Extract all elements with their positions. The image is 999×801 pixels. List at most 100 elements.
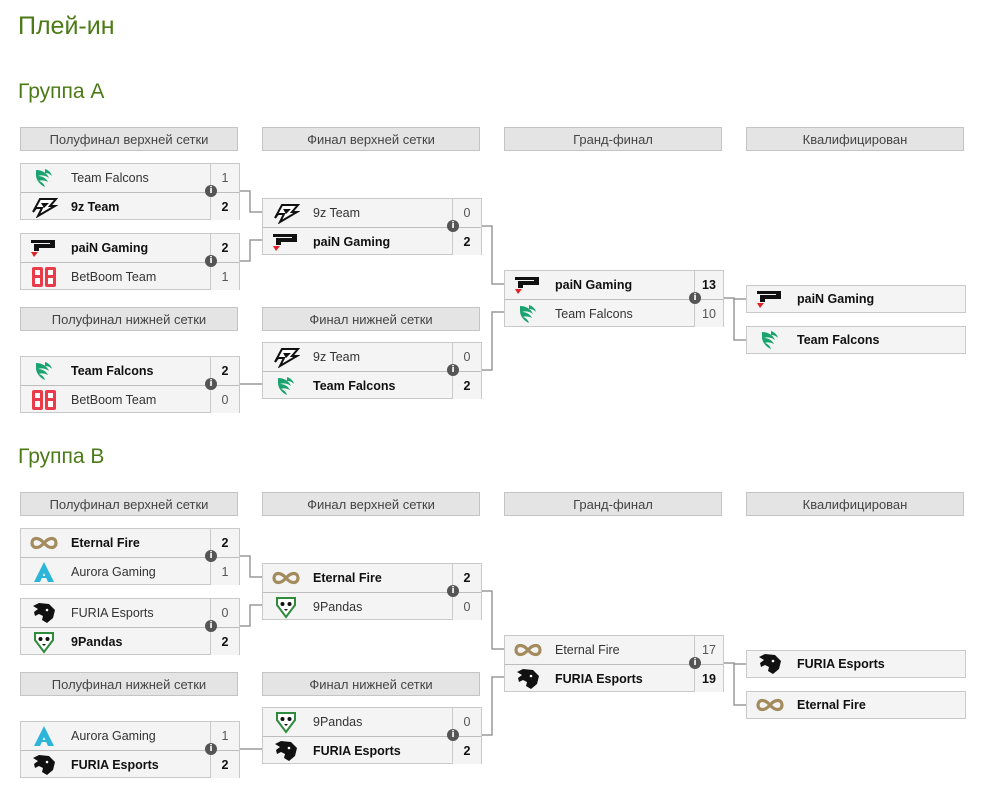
team-name[interactable]: paiN Gaming	[313, 234, 391, 249]
match-info-icon[interactable]: i	[689, 657, 701, 669]
9pandas-icon	[271, 710, 301, 734]
furia-icon	[755, 652, 785, 676]
team-score: 13	[694, 271, 723, 299]
team-name[interactable]: 9Pandas	[313, 599, 363, 614]
team-name[interactable]: Aurora Gaming	[71, 729, 156, 743]
match-info-icon[interactable]: i	[205, 743, 217, 755]
match-info-icon[interactable]: i	[447, 729, 459, 741]
team-name[interactable]: FURIA Esports	[71, 757, 159, 772]
match-info-icon[interactable]: i	[689, 292, 701, 304]
match-info-icon[interactable]: i	[447, 364, 459, 376]
team-score: 2	[210, 357, 239, 385]
pain-icon	[271, 230, 301, 254]
match-info-icon[interactable]: i	[205, 378, 217, 390]
team-name: FURIA Esports	[797, 657, 885, 671]
team-name[interactable]: Eternal Fire	[71, 536, 140, 550]
team-row[interactable]: Aurora Gaming 1	[21, 557, 239, 585]
team-name[interactable]: FURIA Esports	[313, 743, 401, 758]
team-name[interactable]: Eternal Fire	[555, 643, 620, 657]
team-name[interactable]: Aurora Gaming	[71, 564, 156, 579]
team-name[interactable]: paiN Gaming	[71, 241, 149, 255]
team-name: Eternal Fire	[797, 698, 866, 712]
team-name[interactable]: Team Falcons	[71, 171, 149, 185]
group-title: Группа A	[18, 80, 105, 103]
team-name[interactable]: Team Falcons	[555, 306, 633, 321]
connector-line	[240, 604, 262, 627]
qualified-team[interactable]: FURIA Esports	[746, 650, 966, 678]
team-name[interactable]: FURIA Esports	[555, 671, 643, 686]
team-name[interactable]: Team Falcons	[313, 378, 396, 393]
connector-line	[724, 297, 746, 300]
team-name[interactable]: BetBoom Team	[71, 392, 157, 407]
round-header: Финал верхней сетки	[262, 127, 480, 151]
falcons-icon	[513, 302, 543, 326]
eternal-fire-icon	[29, 531, 59, 555]
team-name[interactable]: FURIA Esports	[71, 606, 154, 620]
connector-line	[482, 225, 504, 285]
team-row[interactable]: Team Falcons 10	[505, 299, 723, 327]
round-header: Гранд-финал	[504, 127, 722, 151]
qualified-team[interactable]: Eternal Fire	[746, 691, 966, 719]
9z-icon	[271, 201, 301, 225]
team-name[interactable]: 9z Team	[313, 350, 361, 364]
connector-line	[733, 663, 746, 706]
team-row[interactable]: Team Falcons 2	[21, 357, 239, 385]
falcons-icon	[271, 374, 301, 398]
connector-line	[240, 190, 262, 213]
team-row[interactable]: Eternal Fire 2	[21, 529, 239, 557]
round-header: Квалифицирован	[746, 127, 964, 151]
furia-icon	[513, 667, 543, 691]
team-name[interactable]: paiN Gaming	[555, 278, 633, 292]
round-header: Полуфинал верхней сетки	[20, 492, 238, 516]
match-info-icon[interactable]: i	[447, 220, 459, 232]
falcons-icon	[29, 359, 59, 383]
team-name[interactable]: Eternal Fire	[313, 571, 382, 585]
team-row[interactable]: paiN Gaming 13	[505, 271, 723, 299]
match-info-icon[interactable]: i	[205, 550, 217, 562]
match-info-icon[interactable]: i	[205, 185, 217, 197]
team-name[interactable]: 9Pandas	[313, 715, 363, 729]
team-score: 10	[694, 300, 723, 327]
match-info-icon[interactable]: i	[205, 620, 217, 632]
team-name[interactable]: Team Falcons	[71, 364, 154, 378]
match-info-icon[interactable]: i	[205, 255, 217, 267]
match-info-icon[interactable]: i	[447, 585, 459, 597]
team-name[interactable]: BetBoom Team	[71, 269, 157, 284]
team-name[interactable]: 9z Team	[313, 206, 361, 220]
connector-line	[240, 239, 262, 262]
team-score: 2	[210, 529, 239, 557]
team-name[interactable]: 9Pandas	[71, 634, 123, 649]
round-header: Финал верхней сетки	[262, 492, 480, 516]
betboom-icon	[29, 265, 59, 289]
team-score: 1	[210, 558, 239, 585]
9z-icon	[29, 195, 59, 219]
qualified-team[interactable]: Team Falcons	[746, 326, 966, 354]
round-header: Финал нижней сетки	[262, 307, 480, 331]
team-name[interactable]: 9z Team	[71, 199, 120, 214]
qualified-team[interactable]: paiN Gaming	[746, 285, 966, 313]
aurora-icon	[29, 724, 59, 748]
connector-line	[482, 311, 504, 371]
